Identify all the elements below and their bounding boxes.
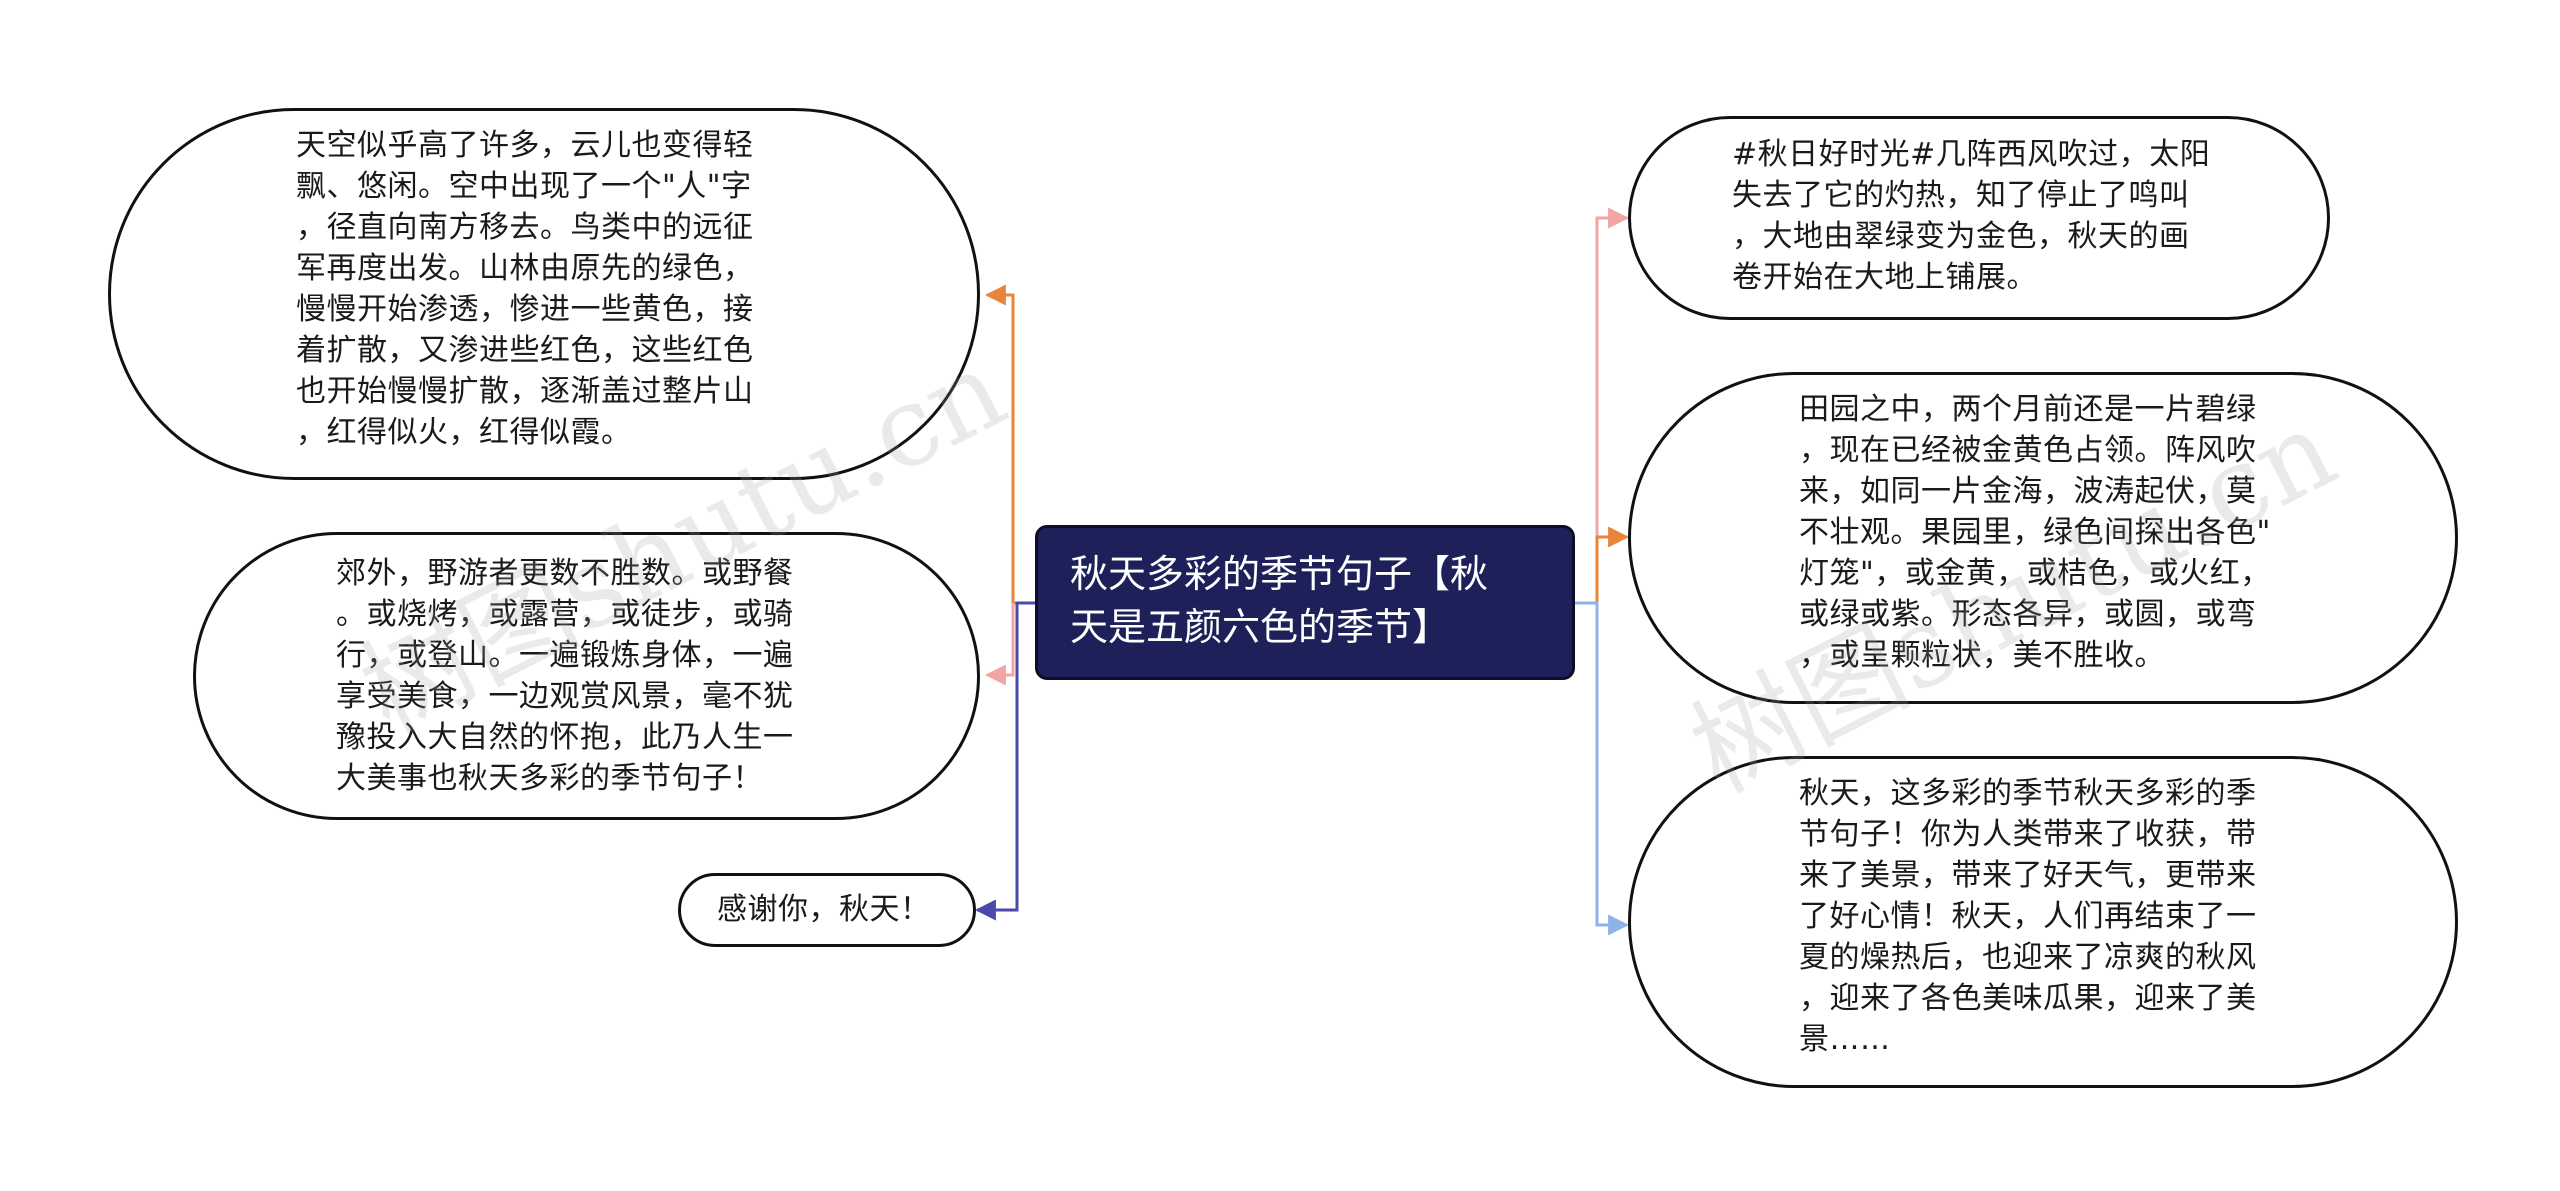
left-node-2-text: 郊外，野游者更数不胜数。或野餐 。或烧烤，或露营，或徒步，或骑 行，或登山。一遍… [336, 556, 794, 796]
right-node-2-text: 田园之中，两个月前还是一片碧绿 ，现在已经被金黄色占领。阵风吹 来，如同一片金海… [1799, 392, 2271, 673]
connector-right-3 [1575, 601, 1630, 936]
connector-right-2 [1575, 526, 1630, 605]
left-node-3-text: 感谢你，秋天！ [717, 892, 931, 927]
connector-right-1 [1575, 207, 1630, 605]
left-node-1[interactable]: 天空似乎高了许多，云儿也变得轻 飘、悠闲。空中出现了一个"人"字 ，径直向南方移… [108, 108, 980, 480]
center-topic-node[interactable]: 秋天多彩的季节句子【秋 天是五颜六色的季节】 [1035, 525, 1575, 680]
connector-left-2 [984, 603, 1015, 686]
connector-left-3 [974, 601, 1035, 921]
center-topic-title: 秋天多彩的季节句子【秋 天是五颜六色的季节】 [1070, 552, 1489, 649]
left-node-1-text: 天空似乎高了许多，云儿也变得轻 飘、悠闲。空中出现了一个"人"字 ，径直向南方移… [296, 128, 754, 450]
left-node-3[interactable]: 感谢你，秋天！ [678, 873, 976, 947]
left-node-2[interactable]: 郊外，野游者更数不胜数。或野餐 。或烧烤，或露营，或徒步，或骑 行，或登山。一遍… [193, 532, 980, 820]
right-node-2[interactable]: 田园之中，两个月前还是一片碧绿 ，现在已经被金黄色占领。阵风吹 来，如同一片金海… [1628, 372, 2458, 704]
connector-left-1 [984, 284, 1035, 605]
right-node-3-text: 秋天，这多彩的季节秋天多彩的季 节句子！你为人类带来了收获，带 来了美景，带来了… [1799, 776, 2257, 1057]
right-node-1-text: #秋日好时光#几阵西风吹过，太阳 失去了它的灼热，知了停止了鸣叫 ，大地由翠绿变… [1732, 137, 2211, 295]
right-node-3[interactable]: 秋天，这多彩的季节秋天多彩的季 节句子！你为人类带来了收获，带 来了美景，带来了… [1628, 756, 2458, 1088]
right-node-1[interactable]: #秋日好时光#几阵西风吹过，太阳 失去了它的灼热，知了停止了鸣叫 ，大地由翠绿变… [1628, 116, 2330, 320]
